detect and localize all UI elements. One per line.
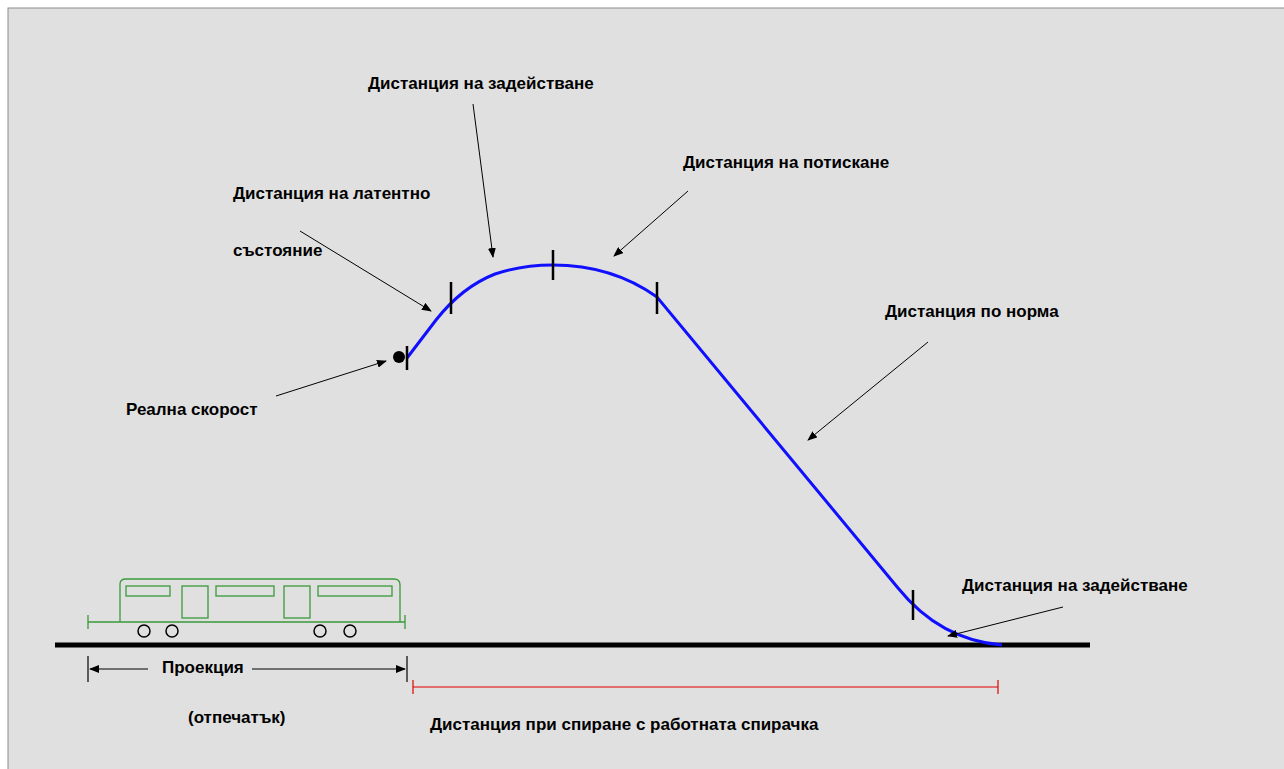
distance-label: Дистанция на латентно състояние xyxy=(233,165,433,279)
distance-label: Дистанция на задействане xyxy=(368,74,594,94)
panel-ground xyxy=(8,8,1284,769)
projection-note: (отпечатък) xyxy=(188,708,285,728)
speed-label: Реална скорост xyxy=(126,400,258,420)
braking-curve xyxy=(407,265,1002,645)
projection-dimension xyxy=(88,656,407,682)
distance-label: Дистанция на потискане xyxy=(683,153,889,173)
distance-label: Дистанция по норма xyxy=(885,302,1059,322)
rail-line xyxy=(55,643,1090,648)
braking-distance-dimension xyxy=(413,680,998,694)
braking-distance-label: Дистанция при спиране с работната спирач… xyxy=(430,715,818,735)
curve-ticks xyxy=(407,250,913,620)
speed-dot xyxy=(393,351,405,363)
train-wheels xyxy=(138,625,356,637)
distance-label: Дистанция на задействане xyxy=(962,576,1188,596)
projection-label: Проекция xyxy=(162,658,244,678)
train-figure xyxy=(88,579,405,629)
